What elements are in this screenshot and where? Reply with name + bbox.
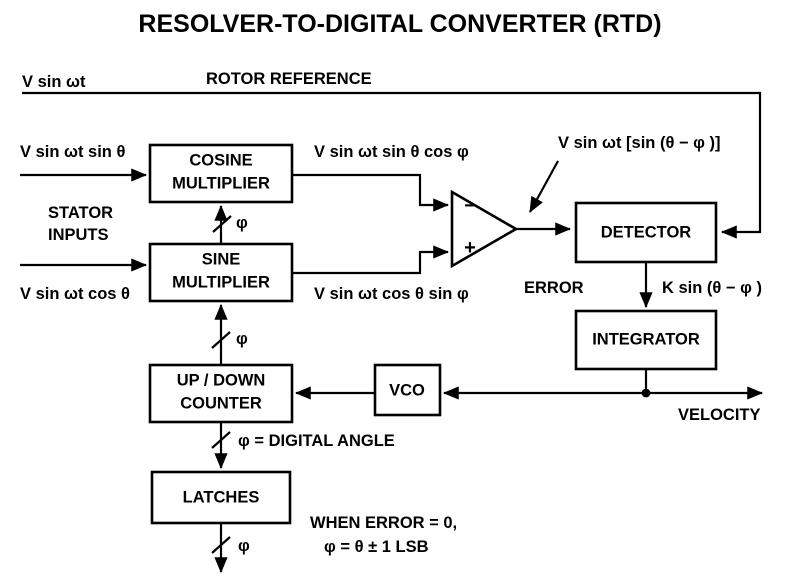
stator-inputs-label-line2: INPUTS [48, 226, 109, 244]
amplifier-output-annotation-arrow [529, 160, 559, 213]
sine-multiplier-label-line1: SINE [202, 250, 241, 268]
velocity-junction-dot [641, 388, 651, 398]
error-amplifier-block[interactable] [450, 189, 519, 269]
error-value-label: K sin (θ − φ ) [662, 279, 762, 297]
rotor-input-label: V sin ωt [22, 73, 86, 91]
vco-label: VCO [389, 381, 425, 399]
detector-label: DETECTOR [601, 223, 692, 241]
rotor-reference-wire [22, 91, 762, 239]
digital-angle-bus-tick [211, 431, 231, 449]
phi-bus-tick-sine [211, 331, 231, 349]
vco-block[interactable] [373, 363, 442, 417]
cosine-multiplier-label-line1: COSINE [189, 151, 252, 169]
error-label: ERROR [524, 279, 584, 297]
up-down-counter-label-line2: COUNTER [180, 394, 262, 412]
page-title: RESOLVER-TO-DIGITAL CONVERTER (RTD) [138, 10, 661, 38]
phi-bus-tick-cosine [212, 215, 232, 233]
sine-output-wire [292, 245, 450, 275]
latches-output-bus-tick [211, 536, 231, 554]
integrator-label: INTEGRATOR [592, 330, 700, 348]
stator-input-cos-label: V sin ωt cos θ [20, 285, 130, 303]
sine-multiplier-output-label: V sin ωt cos θ sin φ [314, 285, 469, 303]
cosine-multiplier-output-label: V sin ωt sin θ cos φ [314, 143, 469, 161]
up-down-counter-label-line1: UP / DOWN [177, 371, 266, 389]
velocity-label: VELOCITY [678, 406, 761, 424]
phi-bus-sine-label: φ [236, 330, 248, 348]
amplifier-output-signal-label: V sin ωt [sin (θ − φ )] [558, 134, 721, 152]
phi-bus-cosine-label: φ [236, 214, 248, 232]
stator-input-sin-label: V sin ωt sin θ [20, 143, 125, 161]
note-line1: WHEN ERROR = 0, [310, 514, 457, 532]
cosine-multiplier-label-line2: MULTIPLIER [172, 174, 270, 192]
latches-label: LATCHES [183, 488, 260, 506]
stator-inputs-label-line1: STATOR [48, 204, 113, 222]
digital-angle-label: φ = DIGITAL ANGLE [238, 432, 395, 450]
detector-block[interactable] [574, 201, 718, 264]
amplifier-minus-input-label: − [464, 195, 476, 217]
sine-multiplier-label-line2: MULTIPLIER [172, 273, 270, 291]
note-line2: φ = θ ± 1 LSB [324, 538, 429, 556]
cosine-output-wire [292, 173, 450, 212]
amplifier-plus-input-label: + [464, 237, 476, 259]
rotor-reference-label: ROTOR REFERENCE [206, 70, 372, 88]
latches-output-label: φ [238, 537, 250, 555]
cosine-multiplier-block[interactable] [148, 143, 294, 204]
